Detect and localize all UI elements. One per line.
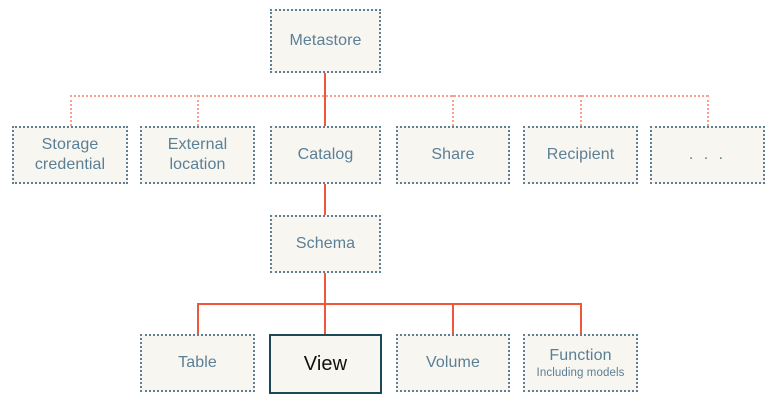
connector-schema-down xyxy=(324,273,326,303)
node-catalog-label: Catalog xyxy=(297,146,354,163)
node-volume-label: Volume xyxy=(426,354,480,371)
connector-metastore-down xyxy=(324,73,326,95)
connector-to-view xyxy=(324,303,326,334)
node-more[interactable]: . . . xyxy=(650,126,765,184)
connector-to-share xyxy=(452,95,454,126)
node-storage-credential-label: Storage credential xyxy=(34,136,106,173)
node-function-sublabel: Including models xyxy=(536,366,625,379)
connector-to-table xyxy=(197,303,199,334)
node-schema-label: Schema xyxy=(295,235,356,252)
node-table-label: Table xyxy=(178,354,217,371)
node-volume[interactable]: Volume xyxy=(396,334,510,392)
node-metastore-label: Metastore xyxy=(289,32,362,49)
node-function[interactable]: Function Including models xyxy=(523,334,638,392)
node-storage-credential[interactable]: Storage credential xyxy=(12,126,128,184)
node-view-label: View xyxy=(303,352,348,375)
node-recipient-label: Recipient xyxy=(546,146,615,163)
node-view[interactable]: View xyxy=(269,334,382,394)
node-catalog[interactable]: Catalog xyxy=(270,126,381,184)
node-recipient[interactable]: Recipient xyxy=(523,126,638,184)
connector-to-catalog xyxy=(324,95,326,126)
connector-to-external-location xyxy=(197,95,199,126)
node-table[interactable]: Table xyxy=(140,334,255,392)
connector-to-function xyxy=(580,303,582,334)
node-external-location-label: External location xyxy=(167,136,228,173)
connector-catalog-to-schema xyxy=(324,184,326,215)
connector-to-storage-credential xyxy=(70,95,72,126)
node-share-label: Share xyxy=(431,146,475,163)
node-function-label: Function xyxy=(549,346,612,364)
connector-to-more xyxy=(707,95,709,126)
connector-to-volume xyxy=(452,303,454,334)
connector-row4-bus xyxy=(197,303,581,305)
node-share[interactable]: Share xyxy=(396,126,510,184)
connector-row2-bus xyxy=(70,95,708,97)
node-schema[interactable]: Schema xyxy=(270,215,381,273)
node-more-label: . . . xyxy=(688,146,727,163)
node-metastore[interactable]: Metastore xyxy=(270,9,381,73)
connector-to-recipient xyxy=(580,95,582,126)
node-external-location[interactable]: External location xyxy=(140,126,255,184)
